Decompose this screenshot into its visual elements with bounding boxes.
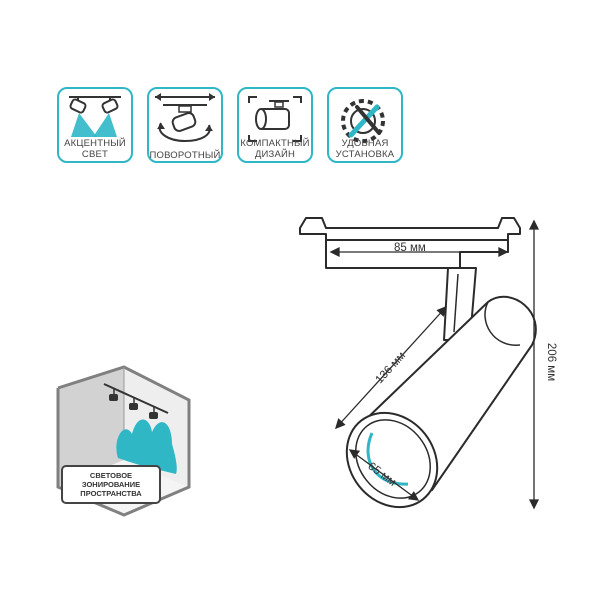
dimension-lines <box>329 219 540 510</box>
dim-label-body-length: 136 мм <box>373 350 408 386</box>
compact-design-icon <box>248 96 302 142</box>
room-spot-3 <box>149 407 158 419</box>
feature-badge-compact <box>237 87 313 163</box>
easy-install-icon <box>341 99 385 143</box>
feature-badge-install <box>327 87 403 163</box>
rotate-icon <box>155 93 215 143</box>
room-spot-1 <box>109 389 118 401</box>
feature-badge-rotate <box>147 87 223 163</box>
dim-label-track-width: 85 мм <box>394 242 426 254</box>
feature-label-rotate: ПОВОРОТНЫЙ <box>149 150 221 161</box>
room-spot-2 <box>129 398 138 410</box>
room-caption: СВЕТОВОЕ ЗОНИРОВАНИЕ ПРОСТРАНСТВА <box>61 465 161 504</box>
accent-spotlight-icon <box>69 96 121 137</box>
feature-label-compact: КОМПАКТНЫЙ ДИЗАЙН <box>240 138 310 160</box>
feature-label-install: УДОБНАЯ УСТАНОВКА <box>335 138 395 160</box>
dim-label-total-height: 206 мм <box>545 343 557 381</box>
spotlight-outline <box>299 217 537 509</box>
feature-label-accent-light: АКЦЕНТНЫЙ СВЕТ <box>64 138 126 160</box>
light-zone-shape <box>116 419 177 474</box>
feature-badge-accent-light <box>57 87 133 163</box>
